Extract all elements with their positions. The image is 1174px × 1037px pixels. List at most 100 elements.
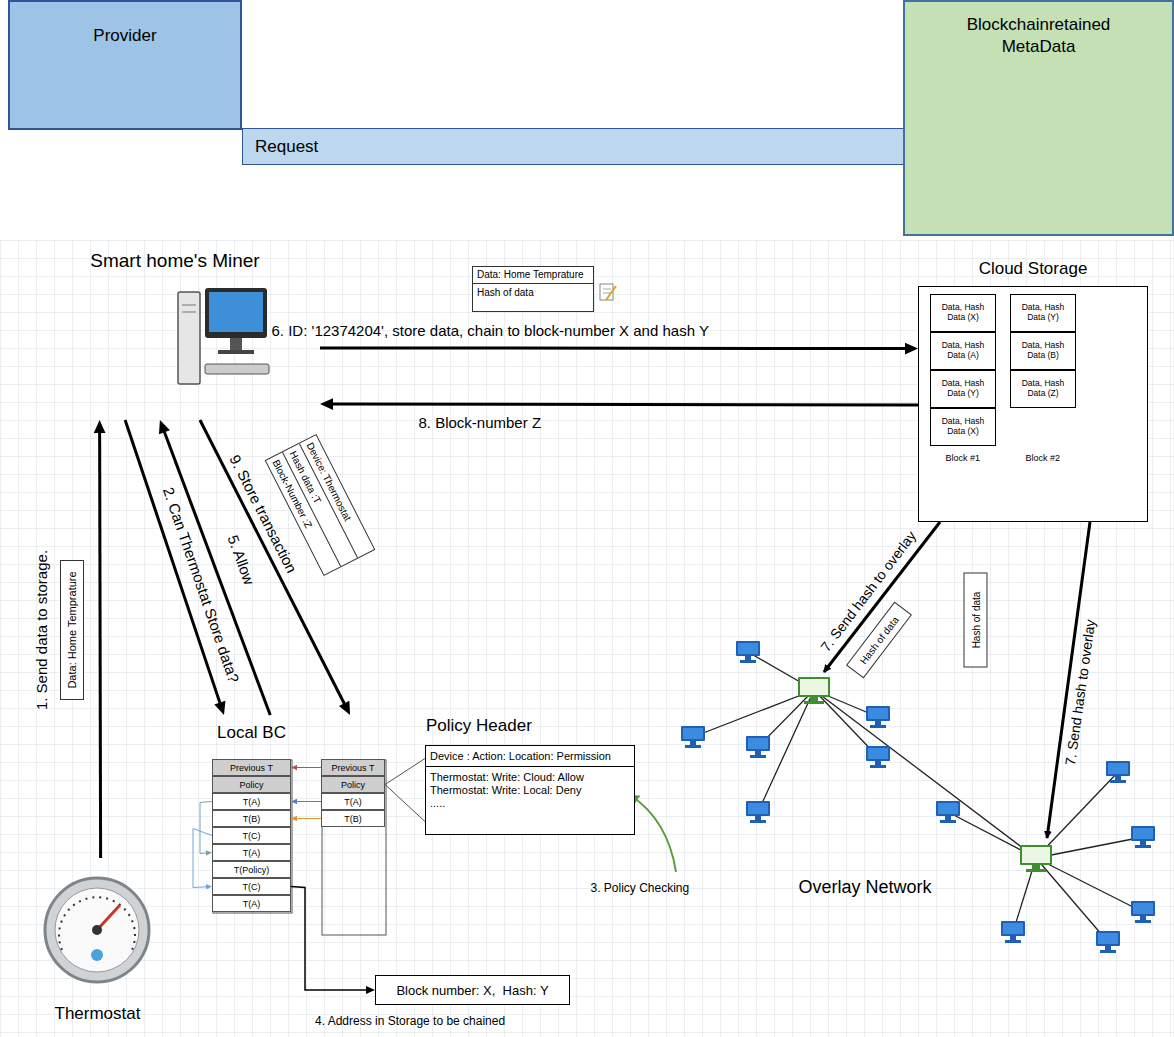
transaction-cell: T(A): [212, 844, 291, 861]
node-text: T(Policy): [234, 865, 270, 875]
node-text: T(B): [344, 814, 362, 824]
connector-line: [320, 346, 910, 350]
node-text: Cloud Storage: [919, 259, 1147, 279]
node-text: Policy: [341, 780, 365, 790]
transaction-cell: T(B): [212, 810, 291, 827]
flow-connector: [320, 398, 918, 410]
node-text: Policy: [239, 780, 263, 790]
transaction-cell: Policy: [212, 776, 291, 793]
flow-connector: [385, 759, 425, 822]
arrow-head: [214, 701, 225, 715]
storage-cell: Data, Hash Data (A): [930, 332, 996, 370]
flow-connector: [94, 420, 106, 858]
arrow-head: [291, 765, 297, 770]
flow-connector: [291, 887, 375, 995]
node-text: Hash of data: [970, 592, 981, 649]
node-text: Data, Hash Data (Y): [932, 379, 994, 399]
transaction-cell: T(A): [321, 793, 385, 810]
node-text: Data, Hash Data (B): [1012, 341, 1074, 361]
node-text: T(A): [243, 797, 261, 807]
miner-computer-icon: [178, 288, 269, 384]
node-text: T(A): [243, 899, 261, 909]
block-caption: Block #2: [1026, 453, 1061, 464]
local-blockchain: Local BC Previous T PolicyT(A) T(B) T(C) T(A)…: [180, 715, 400, 945]
thermostat-gauge-icon: [45, 878, 149, 982]
node-text: T(C): [243, 882, 261, 892]
arrow-head: [94, 420, 106, 433]
node-text: Device : Action: Location: Permission: [426, 746, 634, 767]
transaction-cell: Previous T: [321, 759, 385, 776]
storage-cell: Data, Hash Data (X): [930, 294, 996, 332]
node-text: Provider: [93, 26, 156, 128]
node-text: Policy Header: [426, 716, 532, 736]
node-text: Data: Home Temprature: [66, 571, 78, 688]
cloud-storage-box: Cloud StorageData, Hash Data (X)Data, Ha…: [918, 286, 1148, 522]
flow-connector: [200, 802, 212, 856]
flow-connector: [320, 343, 918, 355]
node-text: Smart home's Miner: [30, 250, 320, 272]
node-text: Local BC: [217, 723, 286, 743]
arrow-head: [339, 701, 350, 715]
connector-line: [295, 818, 321, 819]
edge-label: 8. Block-number Z: [419, 414, 542, 432]
node-text: .....: [426, 797, 634, 809]
block-caption: Block #1: [946, 453, 981, 464]
arrow-head: [320, 398, 333, 410]
metadata-box: Blockchainretained MetaData: [903, 0, 1174, 236]
node-text: Thermostat: Write: Local: Deny: [426, 783, 634, 797]
policy-checking-arrow: [630, 795, 676, 872]
send-hash-arrows: [824, 522, 1090, 838]
node-text: Thermostat: Write: Cloud: Allow: [426, 767, 634, 783]
node-text: Data, Hash Data (X): [932, 303, 994, 323]
storage-cell: Data, Hash Data (Y): [1010, 294, 1076, 332]
arrow-head: [159, 420, 170, 434]
arrow-head: [366, 986, 375, 994]
local-bc-column-outlines: [213, 760, 386, 935]
flow-connector: [291, 765, 321, 770]
connector-line: [291, 887, 370, 991]
transaction-cell: T(Policy): [212, 861, 291, 878]
connector-line: [328, 403, 918, 407]
node-text: T(A): [243, 848, 261, 858]
node-text: T(B): [243, 814, 261, 824]
connector-line: [193, 829, 212, 888]
provider-box: Provider: [8, 0, 242, 130]
edge-label: 1. Send data to storage.: [33, 550, 51, 710]
connector-line: [125, 420, 221, 708]
thermostat-node: Thermostat: [20, 858, 175, 1026]
data-table-box: Data: Home TempratureHash of data: [472, 266, 594, 312]
node-text: Data, Hash Data (X): [932, 417, 994, 437]
connector-line: [385, 759, 425, 822]
node-text: Previous T: [332, 763, 375, 773]
transaction-cell: Previous T: [212, 759, 291, 776]
connector-line: [98, 428, 102, 858]
node-text: T(C): [243, 831, 261, 841]
flow-connector: [291, 799, 321, 804]
node-text: Blockchainretained MetaData: [955, 14, 1122, 234]
storage-cell: Data, Hash Data (Y): [930, 370, 996, 408]
transaction-cell: T(B): [321, 810, 385, 827]
node-text: Hash of data: [473, 284, 593, 302]
request-band: Request: [242, 128, 905, 165]
flow-connector: [159, 420, 270, 715]
transaction-cell: T(A): [212, 895, 291, 912]
transaction-cell: T(C): [212, 827, 291, 844]
transaction-cell: T(C): [212, 878, 291, 895]
edge-label: 6. ID: '12374204', store data, chain to …: [272, 322, 709, 340]
node-text: Data, Hash Data (Z): [1012, 379, 1074, 399]
step-label: 3. Policy Checking: [591, 881, 690, 895]
connector-line: [163, 427, 271, 715]
node-text: Block number: X, Hash: Y: [396, 983, 548, 998]
hash-box: Hash of data: [963, 573, 987, 668]
transaction-cell: Policy: [321, 776, 385, 793]
storage-cell: Data, Hash Data (X): [930, 408, 996, 446]
connector-line: [295, 801, 321, 802]
flow-connector: [193, 829, 212, 890]
step-label: 4. Address in Storage to be chained: [315, 1014, 505, 1028]
node-text: Data, Hash Data (A): [932, 341, 994, 361]
transaction-cell: T(A): [212, 793, 291, 810]
node-text: T(A): [344, 797, 362, 807]
connector-line: [200, 802, 212, 854]
arrow-head: [291, 799, 297, 804]
